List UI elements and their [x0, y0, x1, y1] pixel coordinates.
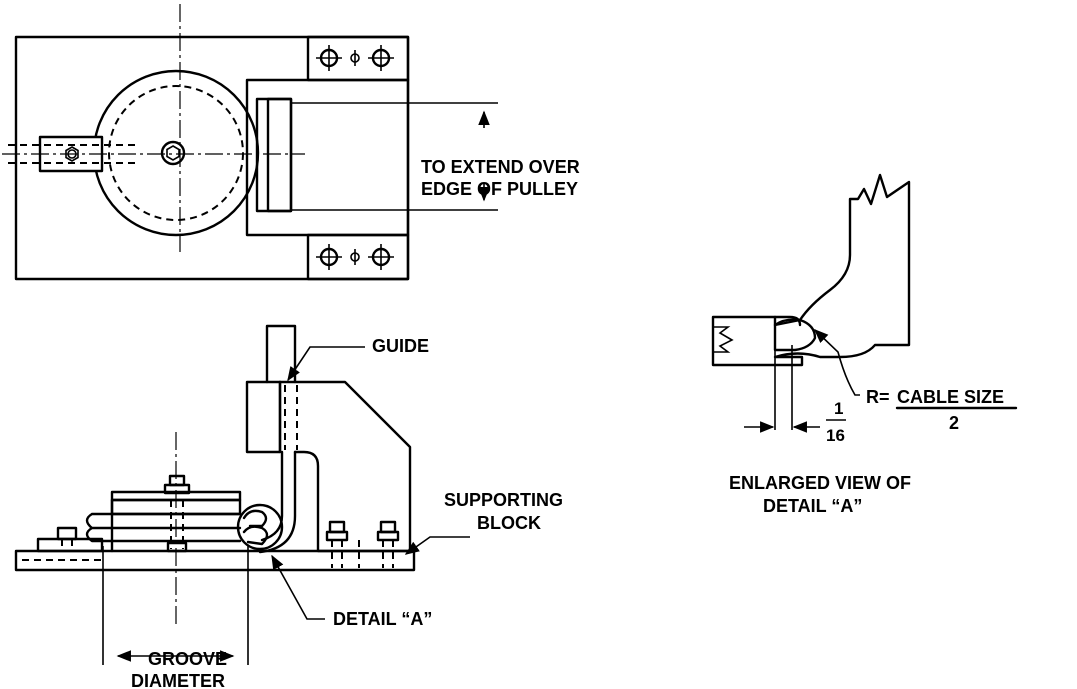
guide-plate-top [255, 97, 293, 213]
pulley-hub [160, 140, 186, 166]
label-block: BLOCK [477, 513, 541, 533]
side-view [14, 324, 470, 665]
label-radius-prefix: R= [866, 387, 890, 407]
detail-a-leader [271, 554, 325, 620]
bolt-symbols-bottom [316, 244, 394, 270]
label-groove: GROOVE [148, 649, 227, 669]
label-guide: GUIDE [372, 336, 429, 356]
pulley-groove-hidden [108, 85, 244, 221]
supporting-block-side [278, 380, 412, 553]
radius-leader [813, 329, 860, 396]
hub-hex-nut [166, 145, 180, 161]
guide-rod-section [711, 173, 911, 367]
supporting-block-leader [404, 536, 470, 555]
pulley-side [85, 474, 242, 553]
guide-block-side [245, 380, 282, 454]
detail-a-circle [236, 503, 284, 551]
guide-plate-inner [266, 97, 293, 213]
pulley-outer [92, 69, 260, 237]
label-edge-of-pulley: EDGE OF PULLEY [421, 179, 578, 199]
bolt-symbols-top [316, 45, 394, 71]
guide-rod-top [265, 324, 297, 384]
supporting-block-top-outline [245, 78, 410, 237]
top-view [2, 4, 498, 281]
enlarged-detail-view [711, 173, 911, 433]
guide-leader [287, 346, 365, 382]
base-plate-side [14, 549, 416, 572]
support-bolts [325, 520, 400, 568]
label-radius-numerator: CABLE SIZE [897, 387, 1004, 407]
label-enlarged-view: ENLARGED VIEW OF [729, 473, 911, 493]
label-detail-a: DETAIL “A” [333, 609, 432, 629]
guide-rod-bent [258, 450, 297, 554]
cable-section [773, 318, 817, 352]
label-diameter: DIAMETER [131, 671, 225, 689]
break-line-left [713, 326, 734, 353]
bracket-hex-nut [65, 146, 79, 162]
label-extend-over: TO EXTEND OVER [421, 157, 580, 177]
label-enlarged-detail: DETAIL “A” [763, 496, 862, 516]
label-fraction-numerator: 1 [834, 399, 843, 418]
label-fraction-denominator: 16 [826, 426, 845, 445]
label-radius-denominator: 2 [949, 413, 959, 433]
label-supporting: SUPPORTING [444, 490, 563, 510]
